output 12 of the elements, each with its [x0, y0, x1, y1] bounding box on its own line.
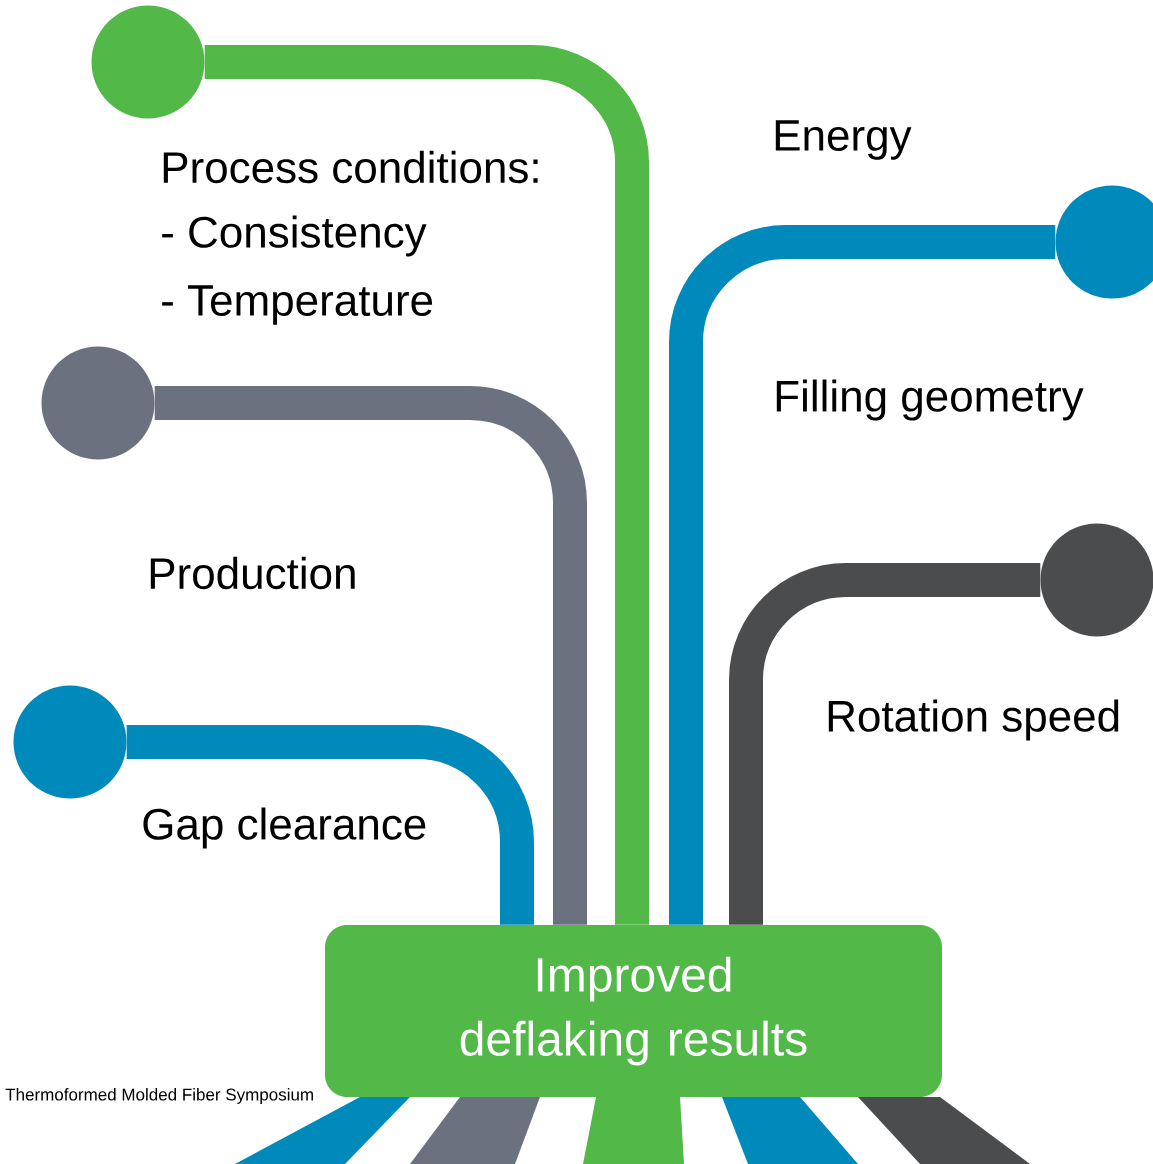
circle-marker [13, 685, 127, 799]
label-text: Filling geometry [776, 379, 1084, 421]
circle-marker [41, 346, 155, 460]
label-text: - Consistency [162, 215, 427, 257]
connector-line [204, 45, 649, 925]
label-text: Production [150, 556, 355, 590]
connector-line [126, 725, 534, 925]
label-text: Thermoformed Molded Fiber Symposium [5, 1088, 313, 1104]
connector-line [154, 386, 587, 925]
circle-marker [91, 5, 205, 119]
connector-line [669, 225, 1056, 925]
connector-line [729, 563, 1041, 925]
